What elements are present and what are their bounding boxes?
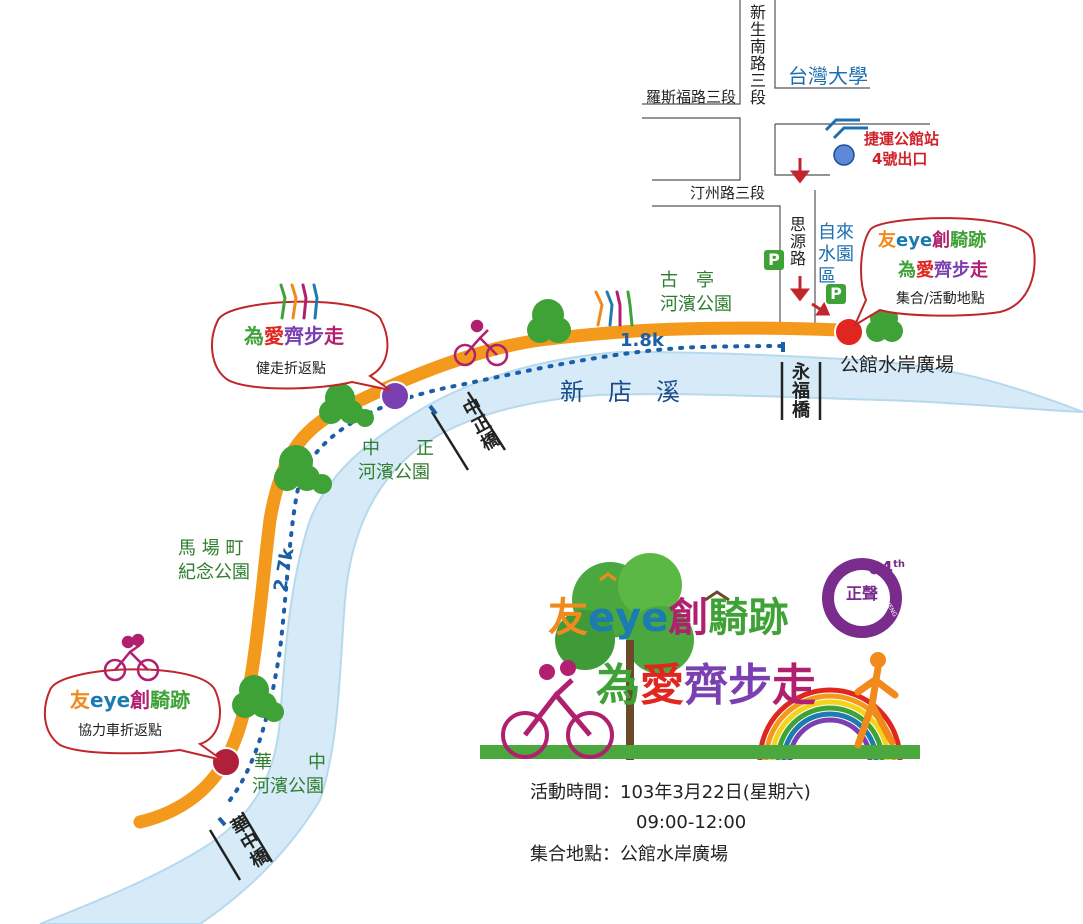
place-river: 新 店 溪 [560,378,680,406]
street-roosevelt: 羅斯福路三段 [646,88,737,106]
place-mrt-exit: 4號出口 [872,150,928,168]
place-ntu: 台灣大學 [788,64,868,88]
logo-badge-main: 正聲 [846,584,879,603]
event-place: 集合地點：公館水岸廣場 [530,844,728,865]
parking-icon-2: P [826,284,846,304]
event-hours: 09:00-12:00 [636,812,747,833]
place-zhongzheng-2: 河濱公園 [358,462,430,483]
street-siyuan: 思源路 [787,216,806,267]
bubble-meeting-sub: 集合/活動地點 [896,291,985,307]
cyclist-icon [103,319,509,682]
bubble-bike-line: 友eye創騎跡 [70,688,191,712]
place-water-park: 自來水園區 [818,222,854,287]
place-huazhong: 華 中 [254,752,326,773]
riding-route [133,321,847,829]
street-xinsheng: 新生南路三段 [747,4,766,106]
river [39,350,1083,924]
place-zhongzheng: 中 正 [362,438,434,459]
event-time: 活動時間：103年3月22日(星期六) [530,782,811,803]
mrt-logo-icon [824,118,868,140]
parking-icon: P [764,250,784,270]
bridge-yongfu: 永福橋 [789,362,810,419]
bubble-meeting: 友eye創騎跡 為愛齊步走 集合/活動地點 [870,226,1030,316]
bubble-bike: 友eye創騎跡 協力車折返點 [56,690,216,750]
place-mrt-station: 捷運公館站 [864,130,940,148]
street-grid [642,0,930,330]
bubble-meeting-line1: 友eye創騎跡 [878,230,987,251]
place-plaza: 公館水岸廣場 [840,354,955,376]
logo-badge-number: 64th [868,558,905,579]
place-machangding: 馬 場 町 [178,538,244,559]
logo-line2: 為愛齊步走 [596,660,816,711]
bubble-meeting-line2: 為愛齊步走 [898,260,988,281]
place-guting-2: 河濱公園 [660,294,732,315]
logo-line1: 友eye創騎跡 [548,595,789,641]
place-huazhong-2: 河濱公園 [252,776,324,797]
bubble-walk-line: 為愛齊步走 [244,324,344,348]
bubble-walk: 為愛齊步走 健走折返點 [222,326,382,386]
tree-icons [232,299,903,722]
bridges [208,362,822,881]
distance-short: 1.8k [620,330,664,351]
street-tingzhou: 汀州路三段 [690,184,766,202]
walker-icons [279,283,634,327]
place-machangding-2: 紀念公園 [178,562,250,583]
place-guting: 古 亭 [660,270,714,291]
bubble-shapes [43,217,1036,761]
arrow-icons [789,158,831,316]
bubble-bike-sub: 協力車折返點 [78,723,162,739]
bubble-walk-sub: 健走折返點 [256,361,326,377]
event-logo-art [480,553,920,761]
